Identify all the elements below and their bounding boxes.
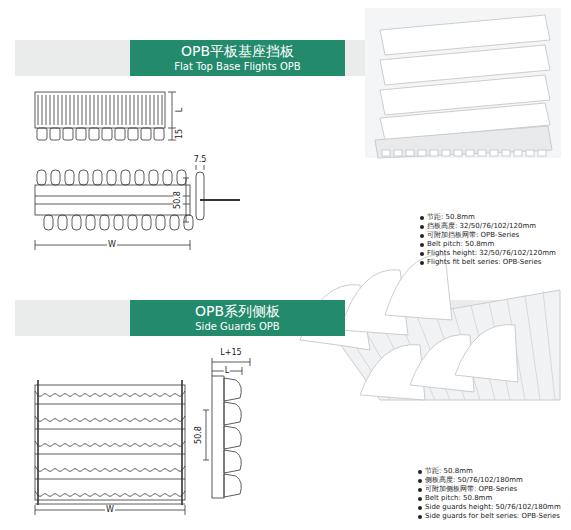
spec-text: 可附加侧板网带: OPB-Series <box>425 486 517 494</box>
bullet <box>420 261 424 265</box>
side-guard-top-view <box>35 380 185 515</box>
spec-text: Flights fit belt series: OPB-Series <box>427 259 541 267</box>
spec-text: 节距: 50.8mm <box>425 468 473 476</box>
spec-text: 可附加挡板网带: OPB-Series <box>427 232 519 240</box>
spec-text: Belt pitch: 50.8mm <box>425 495 492 503</box>
spec-text: 侧板高度: 50/76/102/180mm <box>425 477 523 485</box>
spec-text: 节距: 50.8mm <box>427 214 475 222</box>
bullet <box>418 506 422 510</box>
dimension-label: W <box>107 241 117 250</box>
spec-text: 挡板高度: 32/50/76/102/120mm <box>427 223 536 231</box>
dimension-label: W <box>105 506 115 515</box>
banner-title-zh: OPB平板基座挡板 <box>140 43 335 60</box>
spec-line: Side guards for belt series: OPB-Series <box>418 513 560 521</box>
bullet <box>420 225 424 229</box>
banner-title-en: Flat Top Base Flights OPB <box>140 60 335 73</box>
spec-line: Side guards height: 50/76/102/180mm <box>418 504 561 512</box>
bullet <box>418 497 422 501</box>
spec-line: Flights height: 32/50/76/102/120mm <box>420 250 556 258</box>
flights-photo <box>365 8 561 158</box>
dimension-label: 15 <box>176 128 185 140</box>
section-banner: OPB系列侧板Side Guards OPB <box>130 300 345 336</box>
spec-line: 节距: 50.8mm <box>420 214 475 222</box>
bullet <box>418 470 422 474</box>
dimension-label: L <box>176 107 185 113</box>
spec-line: Belt pitch: 50.8mm <box>420 241 494 249</box>
spec-text: Side guards height: 50/76/102/180mm <box>425 504 561 512</box>
spec-line: 节距: 50.8mm <box>418 468 473 476</box>
spec-line: 可附加侧板网带: OPB-Series <box>418 486 517 494</box>
bullet <box>418 488 422 492</box>
spec-line: 挡板高度: 32/50/76/102/120mm <box>420 223 536 231</box>
flight-top-view <box>35 92 176 140</box>
spec-text: Flights height: 32/50/76/102/120mm <box>427 250 556 258</box>
bullet <box>418 479 422 483</box>
dimension-label: L <box>224 367 230 376</box>
dimension-label: L+15 <box>219 349 242 358</box>
spec-line: Flights fit belt series: OPB-Series <box>420 259 541 267</box>
spec-line: Belt pitch: 50.8mm <box>418 495 492 503</box>
bullet <box>420 234 424 238</box>
bullet <box>420 252 424 256</box>
dimension-label: 50.8 <box>195 425 204 445</box>
dimension-label: 50.8 <box>174 190 183 210</box>
flight-side-view <box>35 165 240 250</box>
bullet <box>418 515 422 519</box>
dimension-label: 7.5 <box>193 156 208 165</box>
bullet <box>420 216 424 220</box>
spec-text: Side guards for belt series: OPB-Series <box>425 513 560 521</box>
side-guard-side-view <box>203 358 250 498</box>
spec-line: 可附加挡板网带: OPB-Series <box>420 232 519 240</box>
banner-title-zh: OPB系列侧板 <box>140 303 335 320</box>
spec-line: 侧板高度: 50/76/102/180mm <box>418 477 523 485</box>
section-banner: OPB平板基座挡板Flat Top Base Flights OPB <box>130 40 345 76</box>
banner-title-en: Side Guards OPB <box>140 320 335 333</box>
bullet <box>420 243 424 247</box>
spec-text: Belt pitch: 50.8mm <box>427 241 494 249</box>
